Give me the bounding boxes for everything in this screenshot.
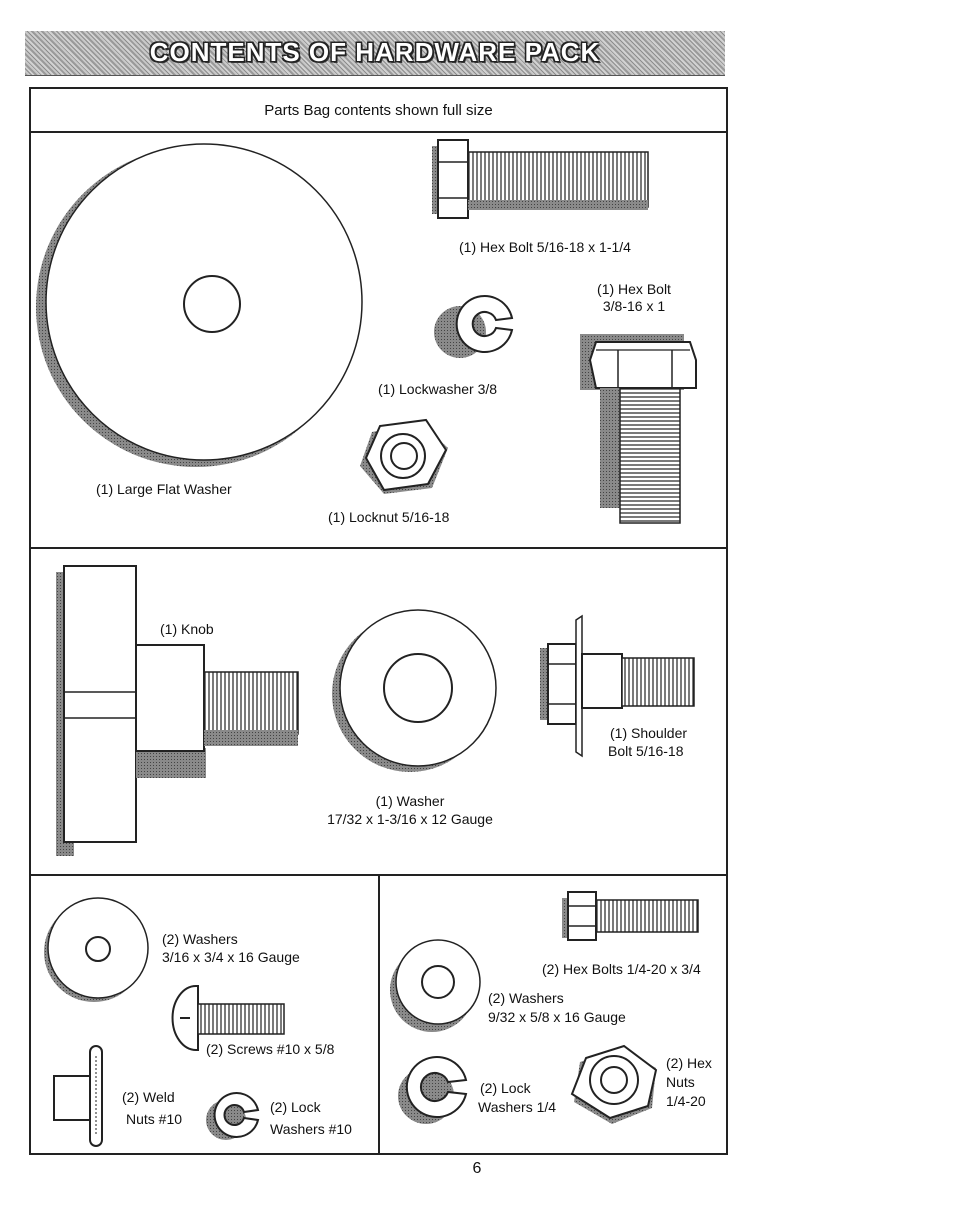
page-number: 6: [472, 1160, 482, 1177]
hex-nut-small: [570, 1044, 658, 1124]
hex-bolt-vertical: [580, 334, 697, 524]
washer-medium-large: [332, 609, 497, 772]
label-hex-nuts-2: Nuts: [666, 1074, 695, 1090]
label-screws: (2) Screws #10 x 5/8: [206, 1041, 335, 1057]
washer-medium: [390, 939, 481, 1032]
label-lockwasher: (1) Lockwasher 3/8: [378, 381, 498, 397]
lockwasher-large: [434, 295, 514, 358]
page-title: CONTENTS OF HARDWARE PACK: [149, 37, 601, 67]
title-banner: CONTENTS OF HARDWARE PACK: [25, 31, 725, 76]
parts-header: Parts Bag contents shown full size: [31, 89, 726, 133]
large-flat-washer: [36, 143, 363, 467]
label-weld-nuts-1: (2) Weld: [122, 1089, 175, 1105]
label-lock-washers-14-2: Washers 1/4: [478, 1099, 557, 1115]
label-shoulder-bolt-1: (1) Shoulder: [610, 725, 688, 741]
lock-washer-small: [206, 1092, 260, 1140]
hex-bolt-horizontal-large: [432, 139, 649, 219]
label-washers-med-2: 9/32 x 5/8 x 16 Gauge: [488, 1009, 626, 1025]
section-divider-vertical: [378, 876, 380, 1153]
label-shoulder-bolt-2: Bolt 5/16-18: [608, 743, 684, 759]
label-hex-bolt-a: (1) Hex Bolt 5/16-18 x 1-1/4: [459, 239, 631, 255]
label-hex-bolt-b-1: (1) Hex Bolt: [597, 281, 671, 297]
hex-bolt-small: [562, 891, 699, 941]
label-weld-nuts-2: Nuts #10: [126, 1111, 183, 1127]
parts-frame: Parts Bag contents shown full size: [29, 87, 728, 1155]
label-washers-med-1: (2) Washers: [488, 990, 564, 1006]
label-lock-washers-14-1: (2) Lock: [480, 1080, 531, 1096]
label-large-flat-washer: (1) Large Flat Washer: [96, 481, 232, 497]
knob: [56, 565, 299, 856]
label-hex-nuts-1: (2) Hex: [666, 1055, 712, 1071]
shoulder-bolt: [540, 614, 695, 758]
label-washers-small-2: 3/16 x 3/4 x 16 Gauge: [162, 949, 300, 965]
label-locknut: (1) Locknut 5/16-18: [328, 509, 450, 525]
screw: [171, 985, 285, 1051]
label-washer-1: (1) Washer: [375, 793, 445, 809]
label-lock-washers-10-1: (2) Lock: [270, 1099, 321, 1115]
label-hex-nuts-3: 1/4-20: [666, 1093, 706, 1109]
label-lock-washers-10-2: Washers #10: [270, 1121, 352, 1137]
label-washers-small-1: (2) Washers: [162, 931, 238, 947]
section-divider-2: [31, 874, 726, 876]
weld-nut: [53, 1045, 103, 1147]
section-divider-1: [31, 547, 726, 549]
locknut: [360, 418, 448, 494]
lock-washer-medium: [398, 1056, 468, 1124]
label-washer-2: 17/32 x 1-3/16 x 12 Gauge: [327, 811, 493, 827]
label-hex-bolts-small: (2) Hex Bolts 1/4-20 x 3/4: [542, 961, 701, 977]
washer-small: [44, 897, 149, 1002]
label-knob: (1) Knob: [160, 621, 214, 637]
label-hex-bolt-b-2: 3/8-16 x 1: [602, 298, 666, 314]
